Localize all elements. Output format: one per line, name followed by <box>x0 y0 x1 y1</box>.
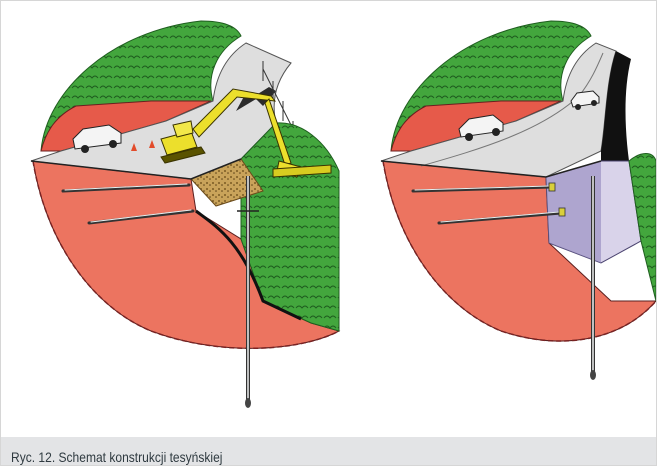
left-panel <box>31 21 339 408</box>
anchor-head <box>549 183 555 191</box>
caption-bar: Ryc. 12. Schemat konstrukcji tesyńskiej <box>1 437 656 465</box>
figure-caption: Ryc. 12. Schemat konstrukcji tesyńskiej <box>11 449 222 465</box>
right-panel <box>381 21 656 380</box>
construction-illustration <box>1 1 656 437</box>
anchor-head <box>559 208 565 216</box>
